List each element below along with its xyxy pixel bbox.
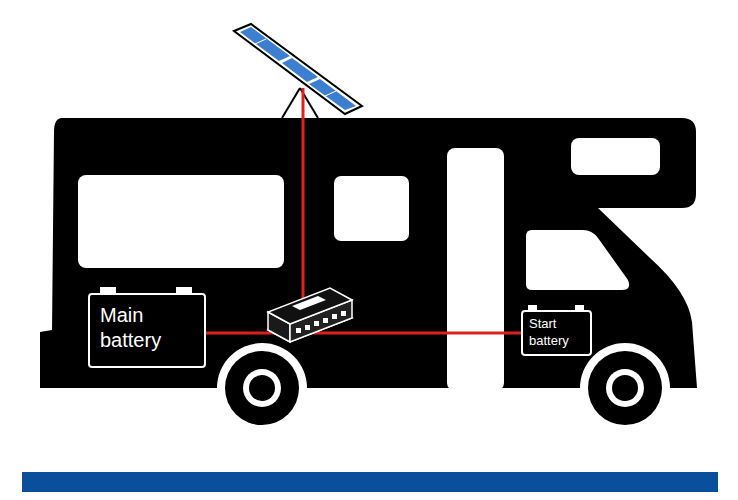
bottom-bar [22,472,718,492]
battery-box: Main battery [88,293,206,368]
cab-window [526,230,629,290]
overcab-window [571,138,660,175]
wire [206,331,521,334]
charge-controller [268,288,352,342]
rear-window [78,175,284,268]
node-label: Main battery [100,303,194,353]
battery-box: Start battery [521,310,592,356]
door [447,148,504,391]
rear-wheel [217,343,307,433]
front-wheel [580,343,670,433]
solar-panel [234,24,362,118]
side-window [334,176,409,241]
rv-body [40,118,697,388]
node-label: Start battery [529,316,584,350]
solar-wire [302,88,305,305]
